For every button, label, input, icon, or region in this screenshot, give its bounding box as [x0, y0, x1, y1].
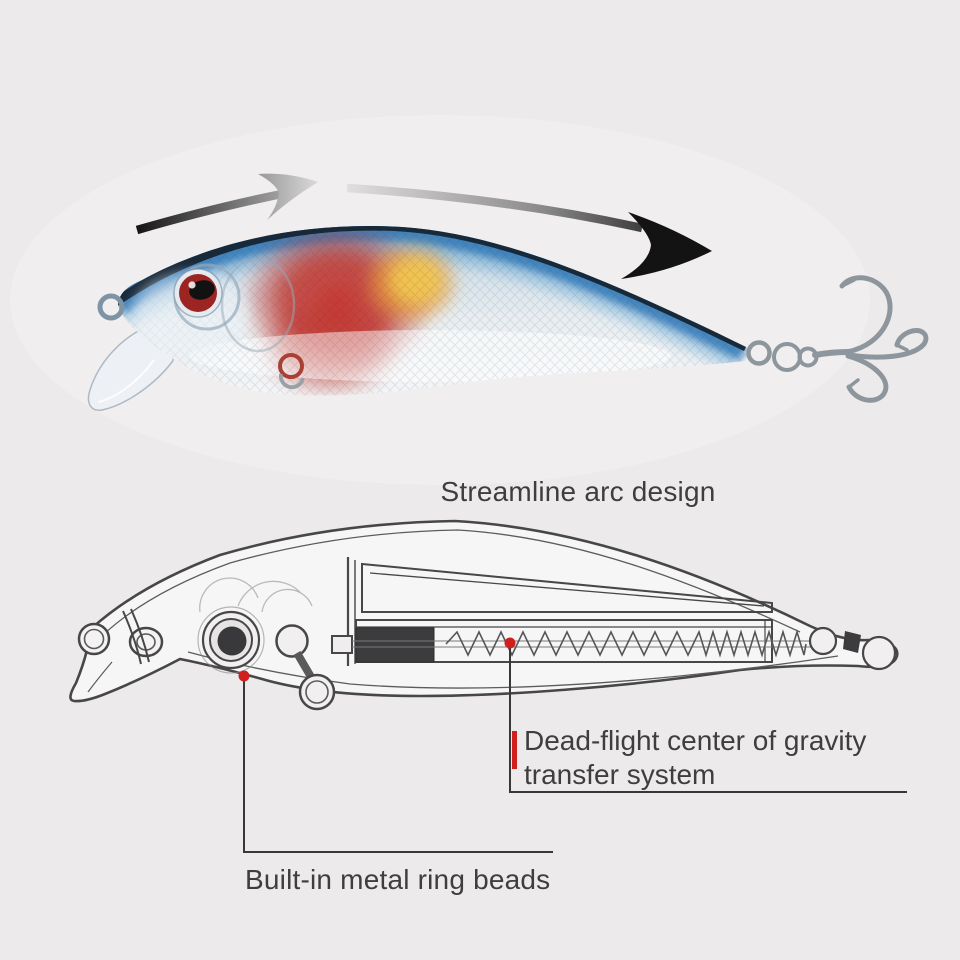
streamline-arc-arrows	[135, 173, 712, 279]
red-callout-dot	[504, 637, 516, 649]
swirl-arcs	[199, 577, 313, 613]
arc-arrow-right-head	[621, 212, 712, 279]
minnow-lure-photo	[87, 226, 929, 411]
red-callout-dot	[238, 670, 250, 682]
gill-cover-line	[220, 257, 296, 353]
arc-arrow-right-shaft	[346, 183, 643, 233]
lip-edge-highlight	[97, 359, 155, 403]
lure-cutaway-diagram	[69, 519, 899, 711]
treble-hook	[839, 275, 929, 403]
diagram-front-eyelet	[77, 622, 111, 656]
diagram-hook-hanger	[275, 624, 336, 711]
dead-flight-line2: transfer system	[524, 759, 716, 790]
streamline-arc-design-label: Streamline arc design	[440, 476, 716, 507]
dead-flight-text: Dead-flight center of gravity transfer s…	[524, 724, 866, 792]
weight-connector	[331, 635, 353, 654]
callouts	[238, 637, 907, 853]
red-marker-bar	[512, 731, 517, 769]
diagram-gill-lines	[122, 608, 150, 665]
ring-beads-label: Built-in metal ring beads	[245, 864, 551, 895]
tail-eyelet	[746, 340, 772, 366]
dead-flight-label: Dead-flight center of gravity transfer s…	[512, 724, 866, 792]
spring-coil	[445, 629, 807, 658]
sliding-weight-block	[355, 627, 435, 663]
tail-weight-assembly	[808, 626, 897, 671]
hook-point-right	[846, 328, 929, 360]
hook-point-down	[845, 353, 889, 403]
front-eyelet	[97, 293, 125, 321]
arc-arrow-left-shaft	[135, 187, 293, 235]
dead-flight-callout-line	[509, 646, 907, 793]
ring-beads-callout-line	[243, 679, 553, 853]
metal-ring-bead	[197, 606, 265, 674]
lure-eye	[173, 268, 223, 318]
dead-flight-line1: Dead-flight center of gravity	[524, 725, 867, 756]
arc-arrow-left-head	[258, 173, 318, 220]
inner-belly-line	[187, 651, 839, 689]
inner-back-line	[103, 529, 801, 635]
belly-hanger	[278, 353, 305, 390]
hook-point-up	[839, 275, 893, 355]
dark-back-edge	[118, 226, 748, 352]
inner-lip-line	[87, 661, 113, 693]
